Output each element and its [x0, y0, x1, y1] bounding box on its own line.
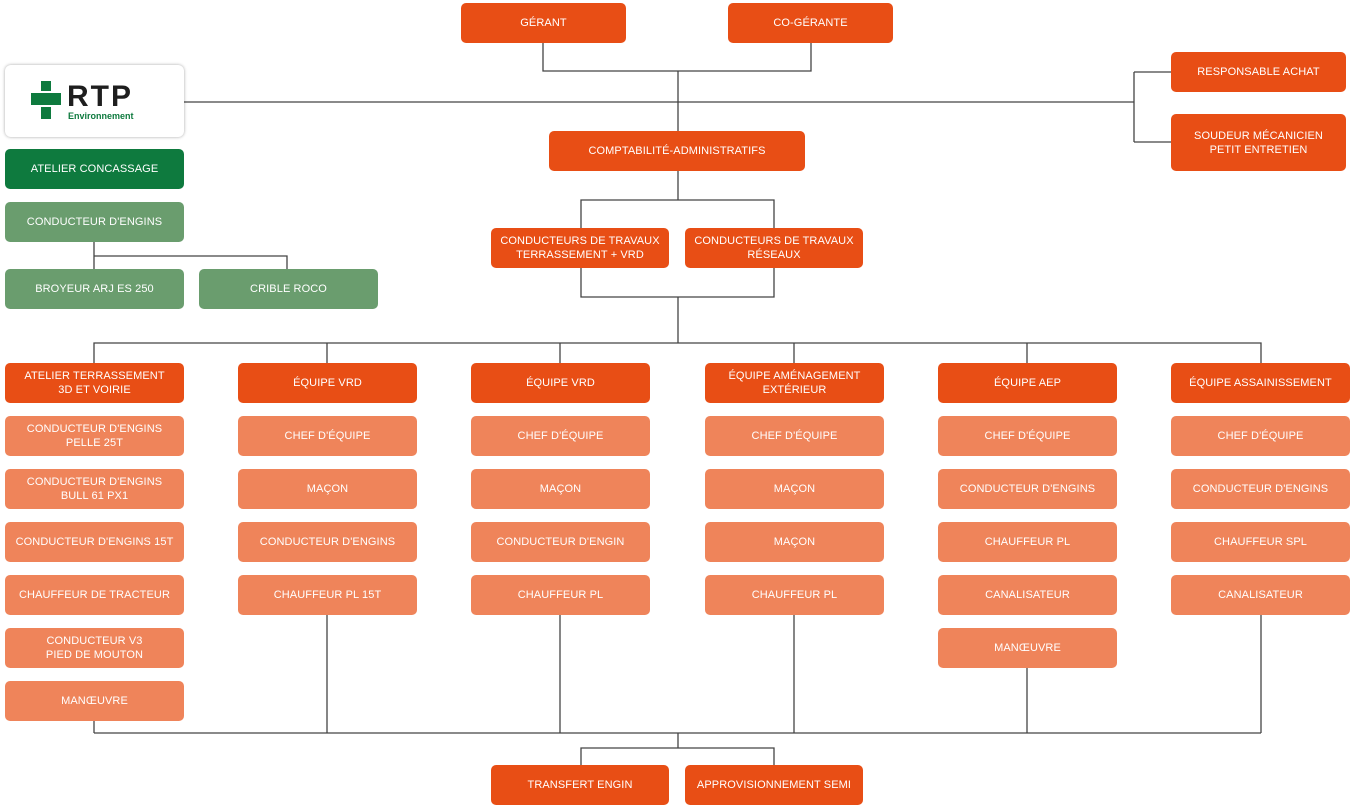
team-member-box: CONDUCTEUR D'ENGINS PELLE 25T	[5, 416, 184, 456]
connector	[326, 343, 1028, 363]
connector	[580, 171, 775, 228]
box-responsable-achat: RESPONSABLE ACHAT	[1171, 52, 1346, 92]
team-member-box: CHAUFFEUR DE TRACTEUR	[5, 575, 184, 615]
box-crible: CRIBLE ROCO	[199, 269, 378, 309]
connector	[1133, 71, 1171, 143]
team-member-box: MAÇON	[705, 469, 884, 509]
team-member-box: CHEF D'ÉQUIPE	[1171, 416, 1350, 456]
box-conducteurs-travaux-reseaux: CONDUCTEURS DE TRAVAUX RÉSEAUX	[685, 228, 863, 268]
team-member-box: CHEF D'ÉQUIPE	[471, 416, 650, 456]
connector	[542, 43, 812, 72]
team-member-box: CHEF D'ÉQUIPE	[705, 416, 884, 456]
team-member-box: CHAUFFEUR PL	[938, 522, 1117, 562]
team-member-box: MANŒUVRE	[5, 681, 184, 721]
rtp-cross-icon	[31, 81, 61, 119]
team-title: ÉQUIPE VRD	[238, 363, 417, 403]
team-member-box: CONDUCTEUR D'ENGINS BULL 61 PX1	[5, 469, 184, 509]
box-co-gerante: CO-GÉRANTE	[728, 3, 893, 43]
team-title: ÉQUIPE VRD	[471, 363, 650, 403]
team-member-box: CHAUFFEUR SPL	[1171, 522, 1350, 562]
connector	[93, 342, 1262, 363]
box-atelier-concassage: ATELIER CONCASSAGE	[5, 149, 184, 189]
team-title: ÉQUIPE ASSAINISSEMENT	[1171, 363, 1350, 403]
team-member-box: MAÇON	[238, 469, 417, 509]
connector	[580, 733, 775, 765]
team-member-box: MANŒUVRE	[938, 628, 1117, 668]
box-comptabilite: COMPTABILITÉ-ADMINISTRATIFS	[549, 131, 805, 171]
team-title: ÉQUIPE AEP	[938, 363, 1117, 403]
box-conducteurs-travaux-terrassement: CONDUCTEURS DE TRAVAUX TERRASSEMENT + VR…	[491, 228, 669, 268]
box-transfert-engin: TRANSFERT ENGIN	[491, 765, 669, 805]
box-gerant: GÉRANT	[461, 3, 626, 43]
team-member-box: CONDUCTEUR D'ENGINS 15T	[5, 522, 184, 562]
team-member-box: CHEF D'ÉQUIPE	[238, 416, 417, 456]
team-member-box: CHAUFFEUR PL	[705, 575, 884, 615]
team-title: ATELIER TERRASSEMENT 3D ET VOIRIE	[5, 363, 184, 403]
team-member-box: MAÇON	[471, 469, 650, 509]
team-member-box: CONDUCTEUR D'ENGINS	[238, 522, 417, 562]
team-member-box: CONDUCTEUR D'ENGIN	[471, 522, 650, 562]
team-member-box: CHEF D'ÉQUIPE	[938, 416, 1117, 456]
box-conducteur-engins-green: CONDUCTEUR D'ENGINS	[5, 202, 184, 242]
team-member-box: CONDUCTEUR V3 PIED DE MOUTON	[5, 628, 184, 668]
team-member-box: CONDUCTEUR D'ENGINS	[1171, 469, 1350, 509]
logo-name: RTP	[67, 80, 133, 113]
team-title: ÉQUIPE AMÉNAGEMENT EXTÉRIEUR	[705, 363, 884, 403]
box-soudeur-mecanicien: SOUDEUR MÉCANICIEN PETIT ENTRETIEN	[1171, 114, 1346, 171]
team-member-box: CHAUFFEUR PL 15T	[238, 575, 417, 615]
team-member-box: CANALISATEUR	[938, 575, 1117, 615]
rtp-logo: RTP Environnement	[5, 65, 184, 137]
box-approvisionnement-semi: APPROVISIONNEMENT SEMI	[685, 765, 863, 805]
box-broyeur: BROYEUR ARJ ES 250	[5, 269, 184, 309]
logo-subtitle: Environnement	[68, 111, 134, 121]
team-member-box: CANALISATEUR	[1171, 575, 1350, 615]
connector	[93, 242, 288, 269]
team-member-box: CONDUCTEUR D'ENGINS	[938, 469, 1117, 509]
team-member-box: CHAUFFEUR PL	[471, 575, 650, 615]
team-member-box: MAÇON	[705, 522, 884, 562]
connector	[580, 268, 775, 343]
